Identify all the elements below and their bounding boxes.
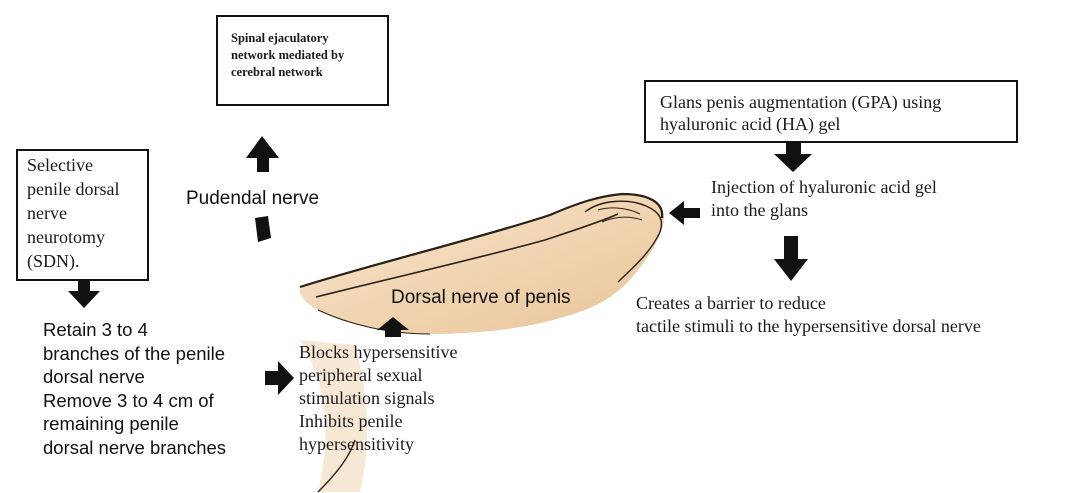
- arrow-right-effects: [265, 361, 294, 395]
- sdn-line-2: penile dorsal: [27, 177, 147, 201]
- barrier-line-2: tactile stimuli to the hypersensitive do…: [636, 315, 981, 338]
- pudendal-nerve-label: Pudendal nerve: [186, 188, 319, 210]
- spinal-line-2: network mediated by: [231, 47, 387, 64]
- sdn-step-3: dorsal nerve: [43, 365, 226, 389]
- injection-line-2: into the glans: [711, 199, 937, 222]
- gpa-line-1: Glans penis augmentation (GPA) using: [660, 91, 1016, 113]
- pudendal-nerve-mark: [255, 216, 271, 242]
- effect-line-4: Inhibits penile: [299, 410, 457, 433]
- sdn-step-1: Retain 3 to 4: [43, 318, 226, 342]
- arrow-up-pudendal: [246, 136, 279, 172]
- barrier-text: Creates a barrier to reduce tactile stim…: [636, 292, 981, 338]
- sdn-box: Selective penile dorsal nerve neurotomy …: [16, 149, 149, 281]
- arrow-down-sdn: [68, 281, 100, 308]
- sdn-line-4: neurotomy: [27, 225, 147, 249]
- spinal-line-3: cerebral network: [231, 64, 387, 81]
- injection-text: Injection of hyaluronic acid gel into th…: [711, 176, 937, 222]
- sdn-step-2: branches of the penile: [43, 342, 226, 366]
- arrow-down-barrier: [774, 236, 808, 281]
- effect-line-5: hypersensitivity: [299, 433, 457, 456]
- arrow-left-glans: [669, 201, 700, 225]
- sdn-step-6: dorsal nerve branches: [43, 436, 226, 460]
- sdn-line-3: nerve: [27, 201, 147, 225]
- sdn-step-4: Remove 3 to 4 cm of: [43, 389, 226, 413]
- dorsal-nerve-label: Dorsal nerve of penis: [391, 287, 571, 309]
- sdn-line-1: Selective: [27, 153, 147, 177]
- sdn-steps: Retain 3 to 4 branches of the penile dor…: [43, 318, 226, 459]
- spinal-line-1: Spinal ejaculatory: [231, 30, 387, 47]
- injection-line-1: Injection of hyaluronic acid gel: [711, 176, 937, 199]
- effect-line-3: stimulation signals: [299, 387, 457, 410]
- effect-line-1: Blocks hypersensitive: [299, 341, 457, 364]
- sdn-step-5: remaining penile: [43, 412, 226, 436]
- arrow-down-gpa: [774, 142, 812, 172]
- barrier-line-1: Creates a barrier to reduce: [636, 292, 981, 315]
- effect-line-2: peripheral sexual: [299, 364, 457, 387]
- arrow-up-dorsal: [377, 317, 409, 337]
- gpa-line-2: hyaluronic acid (HA) gel: [660, 113, 1016, 135]
- sdn-line-5: (SDN).: [27, 249, 147, 273]
- sdn-effects: Blocks hypersensitive peripheral sexual …: [299, 341, 457, 456]
- gpa-box: Glans penis augmentation (GPA) using hya…: [644, 80, 1018, 143]
- spinal-network-box: Spinal ejaculatory network mediated by c…: [216, 15, 389, 106]
